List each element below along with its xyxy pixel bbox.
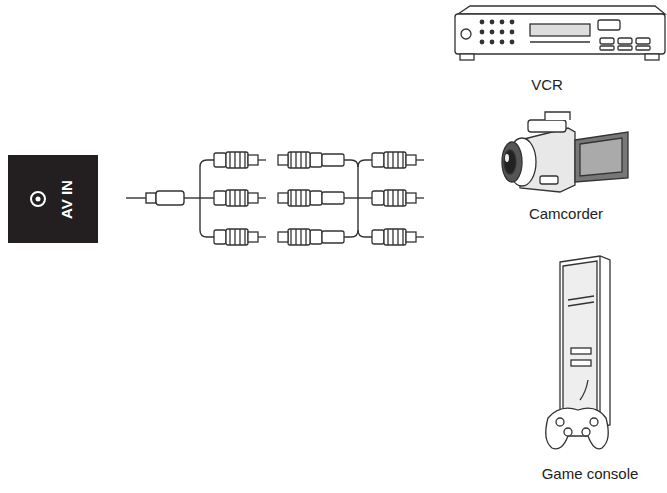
av-cable xyxy=(126,160,372,237)
device-label: VCR xyxy=(531,76,563,93)
device-label: Camcorder xyxy=(529,205,603,222)
jack-symbol xyxy=(8,155,98,243)
port-label: AV IN xyxy=(58,180,75,219)
device-label: Game console xyxy=(542,465,639,482)
camcorder-illustration xyxy=(502,112,628,192)
vcr-illustration xyxy=(455,6,665,60)
rca-plugs xyxy=(214,152,424,245)
av-in-port: AV IN xyxy=(8,155,98,243)
game-console-illustration xyxy=(546,256,610,449)
